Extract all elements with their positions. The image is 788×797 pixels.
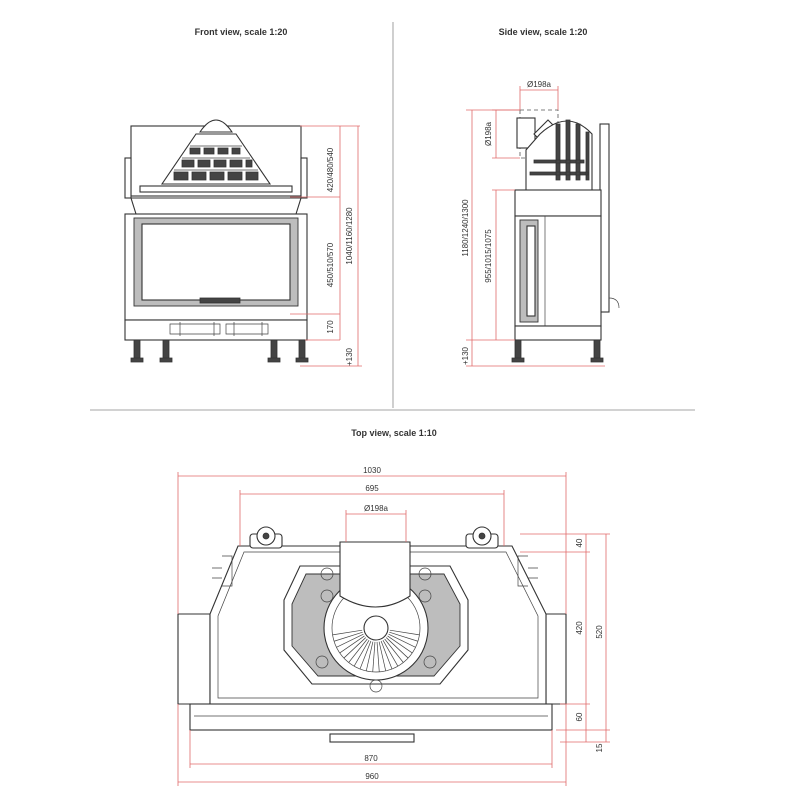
top-dim-depth-total: 520 bbox=[595, 625, 604, 639]
front-door-handle bbox=[199, 297, 241, 304]
top-bolt-5 bbox=[315, 655, 329, 669]
top-dim-width-front: 870 bbox=[364, 754, 378, 763]
top-bolt-7 bbox=[369, 679, 383, 693]
ring-spoke bbox=[384, 638, 404, 663]
top-bolt-6 bbox=[423, 655, 437, 669]
top-dim-flue: Ø198a bbox=[364, 504, 389, 513]
top-dimensions bbox=[177, 472, 610, 786]
ring-spoke bbox=[380, 640, 393, 670]
ring-spoke bbox=[385, 637, 409, 659]
ring-spoke bbox=[372, 641, 376, 672]
ring-spoke bbox=[343, 637, 367, 659]
top-bracket-left bbox=[212, 555, 233, 587]
front-dome-ribs bbox=[173, 147, 259, 181]
side-dimensions bbox=[466, 86, 605, 367]
top-wing-left bbox=[177, 613, 211, 705]
front-flange-right bbox=[300, 157, 308, 199]
front-legs bbox=[130, 339, 309, 363]
top-bolt-3 bbox=[320, 589, 334, 603]
side-dim-flue-side: Ø198a bbox=[484, 121, 493, 146]
top-dim-width-total: 1030 bbox=[363, 466, 381, 475]
ring-spoke bbox=[388, 633, 416, 648]
ring-spoke bbox=[376, 641, 380, 672]
top-lugs bbox=[249, 526, 499, 549]
top-dim-depth-front: 60 bbox=[575, 712, 584, 721]
ring-spoke bbox=[382, 639, 399, 667]
top-bolt-1 bbox=[320, 567, 334, 581]
front-dimensions bbox=[290, 125, 362, 367]
side-base bbox=[514, 325, 602, 341]
top-view: Top view, scale 1:10 bbox=[177, 428, 610, 786]
ring-spoke bbox=[389, 629, 420, 636]
front-dome-top bbox=[198, 119, 234, 133]
front-flange-left bbox=[124, 157, 132, 199]
side-dim-flue-top: Ø198a bbox=[527, 80, 552, 89]
ring-spoke bbox=[332, 629, 363, 636]
side-back-hook bbox=[608, 297, 620, 309]
side-door-glass bbox=[526, 225, 536, 317]
side-upper-body bbox=[514, 189, 602, 217]
top-dim-width-base: 960 bbox=[365, 772, 379, 781]
side-view: Side view, scale 1:20 bbox=[461, 27, 620, 367]
ring-spoke bbox=[353, 639, 370, 667]
top-dim-depth-door: 15 bbox=[595, 743, 604, 752]
top-door-handle bbox=[329, 733, 415, 743]
top-flue-collar bbox=[339, 541, 411, 608]
ring-spoke bbox=[348, 638, 368, 663]
side-legs bbox=[511, 339, 604, 363]
top-bolt-4 bbox=[418, 589, 432, 603]
top-front-strip bbox=[189, 703, 553, 731]
ring-spoke bbox=[365, 641, 374, 671]
front-hood bbox=[130, 197, 302, 215]
top-main-body-inner bbox=[217, 551, 539, 699]
ring-spoke bbox=[378, 641, 387, 671]
front-dome-rings bbox=[174, 145, 258, 171]
top-bolt-2 bbox=[418, 567, 432, 581]
top-dim-width-mid: 695 bbox=[365, 484, 379, 493]
side-dim-legs: +130 bbox=[461, 346, 470, 365]
front-glass bbox=[141, 223, 291, 301]
ring-spoke bbox=[389, 631, 419, 642]
ring-spoke bbox=[359, 640, 372, 670]
front-top-shelf bbox=[139, 185, 293, 193]
ring-spoke bbox=[336, 633, 364, 648]
front-view: Front view, scale 1:20 bbox=[124, 27, 362, 367]
top-view-title: Top view, scale 1:10 bbox=[351, 428, 437, 438]
ring-spoke bbox=[387, 635, 413, 654]
top-bracket-right bbox=[517, 555, 538, 587]
front-view-title: Front view, scale 1:20 bbox=[195, 27, 288, 37]
top-dim-depth-back: 40 bbox=[575, 538, 584, 547]
front-dome-cone bbox=[160, 133, 272, 185]
side-dim-total: 1180/1240/1300 bbox=[461, 199, 470, 257]
front-base-vents bbox=[169, 322, 269, 336]
side-dome-ribs bbox=[529, 119, 590, 181]
front-dim-top: 420/480/540 bbox=[326, 147, 335, 192]
top-ring-spokes bbox=[332, 629, 420, 672]
ring-spoke bbox=[339, 635, 365, 654]
top-ring-hub bbox=[363, 615, 389, 641]
side-view-title: Side view, scale 1:20 bbox=[499, 27, 588, 37]
top-dim-depth-mid: 420 bbox=[575, 621, 584, 635]
front-base bbox=[124, 319, 308, 341]
front-dim-legs: +130 bbox=[345, 347, 354, 366]
top-wing-right bbox=[545, 613, 567, 705]
front-dim-glass: 450/510/570 bbox=[326, 242, 335, 287]
side-dim-body: 955/1015/1075 bbox=[484, 229, 493, 283]
front-dim-total: 1040/1160/1280 bbox=[345, 207, 354, 265]
ring-spoke bbox=[333, 631, 363, 642]
front-dim-base: 170 bbox=[326, 320, 335, 334]
